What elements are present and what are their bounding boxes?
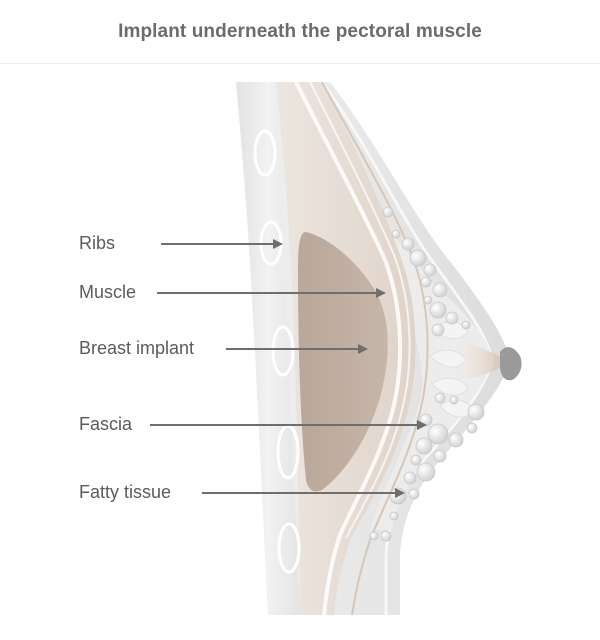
nipple [500, 347, 522, 381]
breast-implant [298, 232, 388, 492]
muscle-label: Muscle [79, 282, 137, 302]
breast-implant-label: Breast implant [79, 338, 195, 358]
ribs-label: Ribs [79, 233, 116, 253]
fascia-label: Fascia [79, 414, 133, 434]
diagram-title: Implant underneath the pectoral muscle [118, 21, 482, 42]
muscle-stripe-2 [309, 81, 411, 539]
rib-5 [277, 522, 301, 574]
fatty-tissue-label: Fatty tissue [79, 482, 172, 502]
muscle-stripe-1 [294, 81, 403, 616]
header: Implant underneath the pectoral muscle [0, 0, 600, 64]
fascia-line [321, 81, 429, 616]
lobule-3 [431, 377, 469, 396]
rib-1 [253, 129, 277, 177]
lobule-2 [429, 349, 467, 368]
fat-globules [369, 206, 485, 542]
rib-3 [271, 325, 295, 377]
